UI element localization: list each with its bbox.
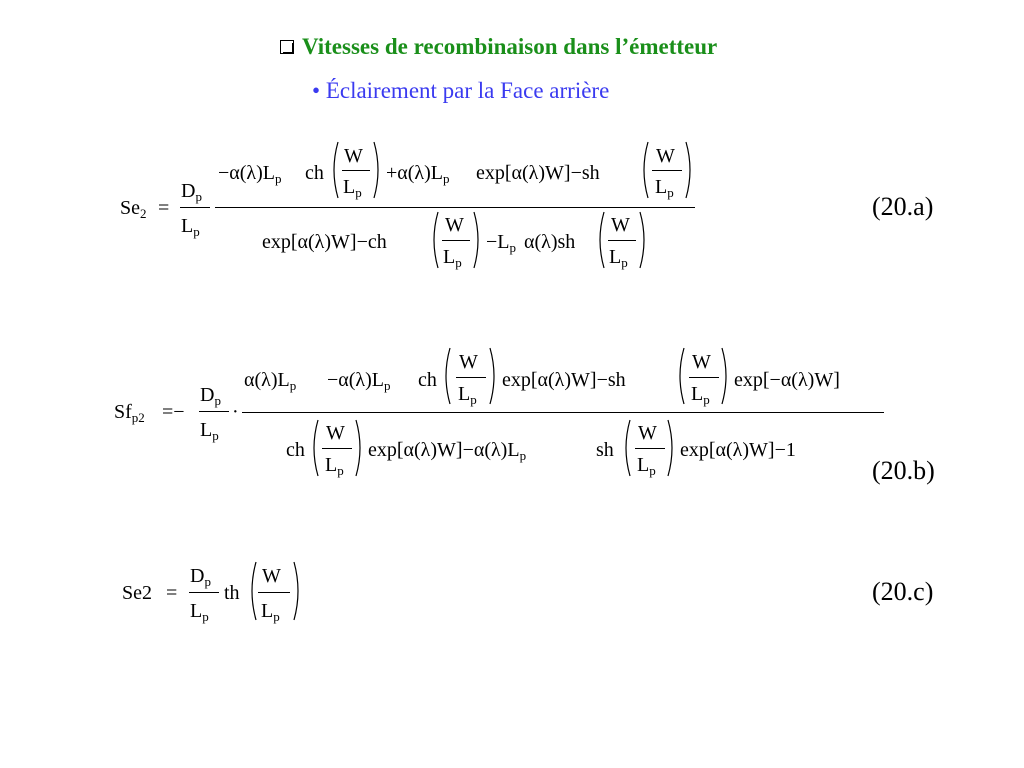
eq-b-den-term2: exp[α(λ)W]−α(λ)Lp <box>368 439 527 463</box>
equation-number-20b: (20.b) <box>872 456 935 485</box>
eq-a-lp4: Lp <box>443 246 462 270</box>
paren-left-icon <box>599 211 605 269</box>
eq-c-lhs: Se2 <box>122 582 152 604</box>
eq-a-den-term2: −Lp <box>486 231 516 255</box>
paren-left-icon <box>433 211 439 269</box>
paren-right-icon <box>473 211 479 269</box>
eq-b-num-exp2: exp[−α(λ)W] <box>734 369 840 391</box>
eq-a-lp5: Lp <box>609 246 628 270</box>
eq-a-den-sh: α(λ)sh <box>524 231 576 253</box>
eq-b-w: W <box>326 422 345 444</box>
eq-b-dot: · <box>232 401 239 423</box>
paren-right-icon <box>293 561 299 621</box>
eq-a-w: W <box>344 145 363 167</box>
equation-number-20a: (20.a) <box>872 192 934 221</box>
eq-c-lp2: Lp <box>261 600 280 624</box>
paren-left-icon <box>313 419 319 477</box>
eq-b-den-exp: exp[α(λ)W]−1 <box>680 439 796 461</box>
paren-right-icon <box>355 419 361 477</box>
eq-c-th: th <box>224 582 240 604</box>
subheading-text: Éclairement par la Face arrière <box>325 78 610 103</box>
paren-left-icon <box>643 141 649 199</box>
eq-a-num-term1: −α(λ)Lp <box>218 162 282 186</box>
eq-b-num-term1: α(λ)Lp <box>244 369 297 393</box>
eq-b-w: W <box>692 351 711 373</box>
eq-b-w: W <box>459 351 478 373</box>
paren-right-icon <box>685 141 691 199</box>
paren-right-icon <box>721 347 727 405</box>
eq-a-w: W <box>445 214 464 236</box>
slide-subheading: • Éclairement par la Face arrière <box>312 78 609 104</box>
paren-right-icon <box>639 211 645 269</box>
eq-a-num-ch: ch <box>305 162 324 184</box>
eq-a-lp2: Lp <box>343 176 362 200</box>
eq-a-equals: = <box>158 197 170 219</box>
eq-b-w: W <box>638 422 657 444</box>
eq-c-equals: = <box>166 582 178 604</box>
eq-b-lp3: Lp <box>691 383 710 407</box>
paren-left-icon <box>333 141 339 199</box>
eq-b-lhs: Sfp2 <box>114 401 145 425</box>
paren-left-icon <box>625 419 631 477</box>
eq-b-equals: =− <box>162 401 185 423</box>
paren-left-icon <box>445 347 451 405</box>
eq-a-num-exp: exp[α(λ)W]−sh <box>476 162 600 184</box>
eq-a-dp: Dp <box>181 180 202 204</box>
eq-b-num-exp: exp[α(λ)W]−sh <box>502 369 626 391</box>
eq-b-den-sh: sh <box>596 439 614 461</box>
eq-b-den-ch: ch <box>286 439 305 461</box>
heading-text: Vitesses de recombinaison dans l’émetteu… <box>302 34 718 59</box>
eq-b-dp: Dp <box>200 384 221 408</box>
eq-a-lhs: Se2 <box>120 197 147 221</box>
paren-right-icon <box>667 419 673 477</box>
eq-b-lp: Lp <box>200 419 219 443</box>
checkbox-bullet-icon <box>280 40 294 54</box>
eq-b-num-ch: ch <box>418 369 437 391</box>
eq-b-fraction-bar <box>242 412 884 413</box>
eq-a-num-term3: +α(λ)Lp <box>386 162 450 186</box>
eq-c-lp: Lp <box>190 600 209 624</box>
bullet-dot: • <box>312 78 321 103</box>
eq-a-w: W <box>656 145 675 167</box>
paren-right-icon <box>373 141 379 199</box>
paren-left-icon <box>679 347 685 405</box>
eq-b-lp2: Lp <box>458 383 477 407</box>
eq-b-lp4: Lp <box>325 454 344 478</box>
eq-a-lp3: Lp <box>655 176 674 200</box>
eq-c-dp: Dp <box>190 565 211 589</box>
equation-number-20c: (20.c) <box>872 577 934 606</box>
paren-left-icon <box>251 561 257 621</box>
eq-c-w: W <box>262 565 281 587</box>
eq-a-w: W <box>611 214 630 236</box>
paren-right-icon <box>489 347 495 405</box>
eq-a-lp: Lp <box>181 215 200 239</box>
eq-b-num-term2: −α(λ)Lp <box>327 369 391 393</box>
slide-heading: Vitesses de recombinaison dans l’émetteu… <box>280 34 717 60</box>
eq-a-den-exp: exp[α(λ)W]−ch <box>262 231 387 253</box>
eq-a-fraction-bar <box>215 207 695 208</box>
eq-b-lp5: Lp <box>637 454 656 478</box>
